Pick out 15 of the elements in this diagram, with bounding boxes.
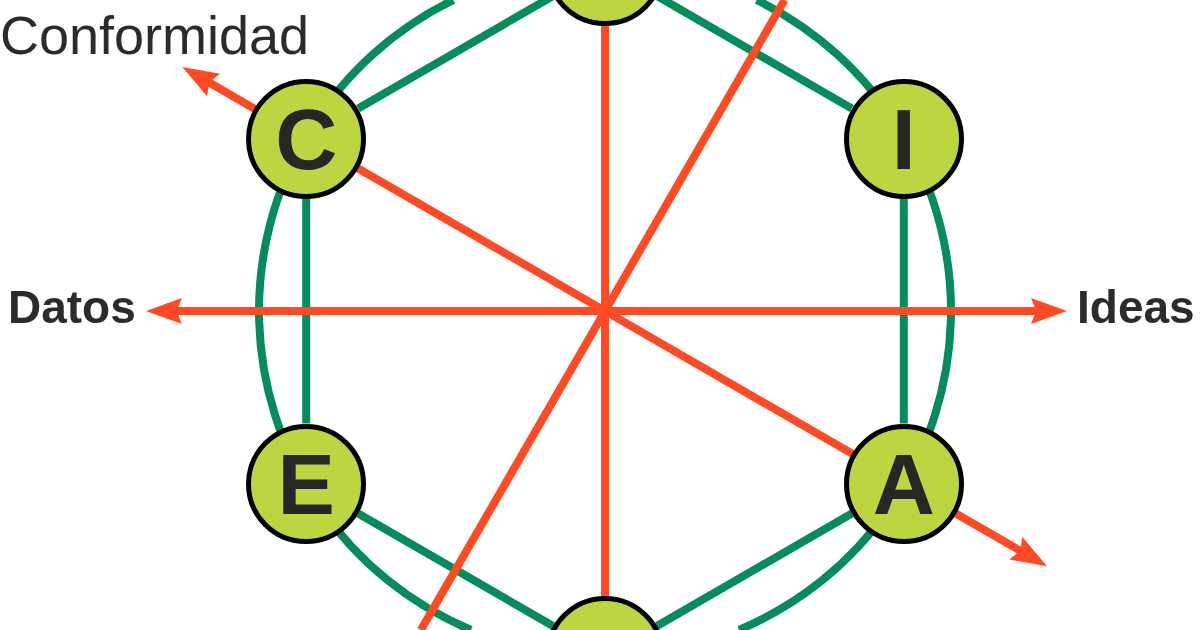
node-letter: C xyxy=(275,95,338,182)
node-letter: E xyxy=(277,440,335,527)
double-arrow xyxy=(145,298,1067,324)
connector-line xyxy=(356,510,555,630)
connector-line xyxy=(899,198,908,424)
node-letter: I xyxy=(891,95,916,182)
axis-label: Conformidad xyxy=(0,8,310,62)
connector-line xyxy=(655,510,854,630)
node-letter: A xyxy=(872,440,935,527)
connector-line xyxy=(356,0,555,112)
axis-label: Datos xyxy=(8,284,136,330)
connector-line xyxy=(601,26,609,596)
connector-line xyxy=(655,0,854,112)
connector-line xyxy=(302,198,311,424)
axis-label: Ideas xyxy=(1077,284,1195,330)
